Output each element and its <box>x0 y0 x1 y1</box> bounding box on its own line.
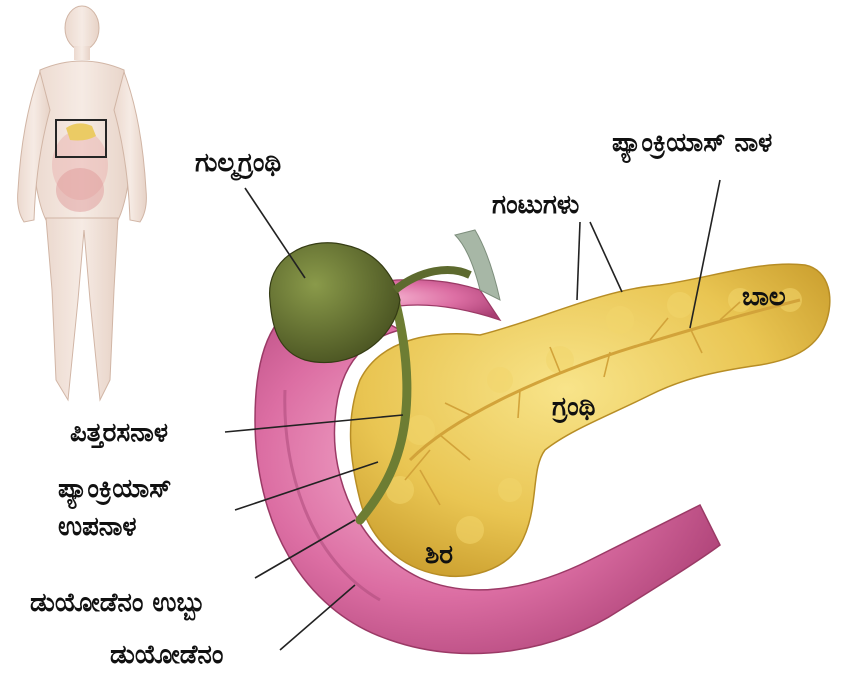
label-lobules: ಗಂಟುಗಳು <box>492 190 579 220</box>
label-accessory-duct-line1: ಪ್ಯಾಂಕ್ರಿಯಾಸ್ <box>58 474 171 504</box>
label-duodenum: ಡುಯೋಡೆನಂ <box>110 640 223 670</box>
label-accessory-duct-line2: ಉಪನಾಳ <box>58 512 137 542</box>
label-gallbladder: ಗುಲ್ಮಗ್ರಂಥಿ <box>195 148 281 178</box>
gallbladder-shape <box>270 243 400 363</box>
human-body-thumbnail <box>18 6 147 400</box>
label-tail: ಬಾಲ <box>742 282 786 312</box>
label-bile-duct: ಪಿತ್ತರಸನಾಳ <box>70 418 168 448</box>
label-head: ಶಿರ <box>425 540 453 570</box>
label-pancreatic-duct: ಪ್ಯಾಂಕ್ರಿಯಾಸ್ ನಾಳ <box>612 128 772 158</box>
label-body: ಗ್ರಂಥಿ <box>552 392 595 422</box>
label-duodenal-papilla: ಡುಯೋಡೆನಂ ಉಬ್ಬು <box>30 588 205 618</box>
